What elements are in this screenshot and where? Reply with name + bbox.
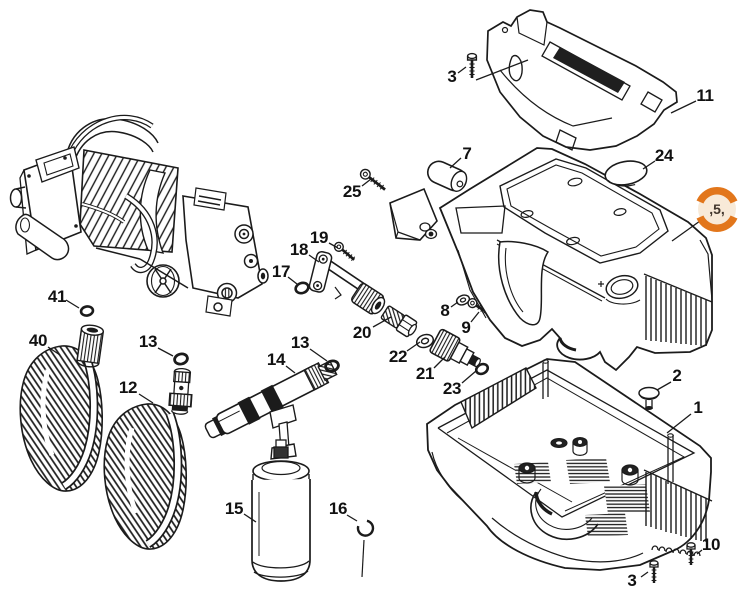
part-callout-13-right[interactable]: 13 <box>290 333 310 352</box>
screw-3-bottom[interactable] <box>649 560 659 583</box>
handle-cover-11[interactable] <box>486 9 678 151</box>
part-callout-1[interactable]: 1 <box>693 398 703 417</box>
part-callout-9[interactable]: 9 <box>461 318 471 337</box>
o-ring-13-left[interactable] <box>173 352 189 366</box>
o-ring-17[interactable] <box>294 281 310 295</box>
badge-arc-bottom <box>696 215 738 232</box>
part-callout-21[interactable]: 21 <box>415 364 435 383</box>
part-callout-16[interactable]: 16 <box>328 499 348 518</box>
wash-brush-40[interactable] <box>19 324 105 492</box>
outlet-elbow-18[interactable] <box>308 250 388 318</box>
screw-3-top[interactable] <box>466 52 478 78</box>
part-callout-3-top[interactable]: 3 <box>447 67 457 86</box>
part-callout-7[interactable]: 7 <box>462 144 472 163</box>
detergent-bottle-15[interactable] <box>251 439 311 582</box>
hose-nipple-20[interactable] <box>380 304 420 338</box>
part-callout-15[interactable]: 15 <box>224 499 244 518</box>
knob-2[interactable] <box>638 386 660 411</box>
spray-nozzle-14[interactable] <box>202 357 339 460</box>
part-callout-3-bottom[interactable]: 3 <box>627 571 637 590</box>
screw-10[interactable] <box>686 542 696 565</box>
o-ring-13-right[interactable] <box>324 359 340 373</box>
capacitor-7[interactable] <box>424 158 469 194</box>
part-callout-19[interactable]: 19 <box>309 228 329 247</box>
selected-part-badge[interactable]: ,5, <box>696 187 738 232</box>
main-cover-5[interactable] <box>438 147 713 372</box>
o-ring-41[interactable] <box>79 305 95 317</box>
part-callout-12[interactable]: 12 <box>118 378 138 397</box>
part-callout-20[interactable]: 20 <box>352 323 372 342</box>
leader-lines <box>47 59 703 578</box>
part-callout-13-left[interactable]: 13 <box>138 332 158 351</box>
oil-cap-24[interactable] <box>603 158 649 190</box>
o-ring-23[interactable] <box>474 362 490 376</box>
part-callout-11[interactable]: 11 <box>696 86 714 105</box>
part-callout-41[interactable]: 41 <box>47 287 67 306</box>
badge-part-number: ,5, <box>709 201 725 217</box>
part-callout-14[interactable]: 14 <box>266 350 286 369</box>
screw-19[interactable] <box>333 241 357 263</box>
part-callout-17[interactable]: 17 <box>271 262 291 281</box>
wash-brush-12[interactable] <box>103 367 193 550</box>
screw-25[interactable] <box>359 167 388 193</box>
base-tray-1[interactable] <box>426 358 713 571</box>
part-callout-23[interactable]: 23 <box>442 379 462 398</box>
badge-arc-top <box>696 187 738 204</box>
part-callout-24[interactable]: 24 <box>654 146 674 165</box>
badge-fill <box>698 190 736 228</box>
motor-pump-assembly[interactable] <box>9 114 269 317</box>
part-callout-22[interactable]: 22 <box>388 347 408 366</box>
washer-8[interactable] <box>455 293 471 306</box>
part-callout-40[interactable]: 40 <box>28 331 48 350</box>
part-callout-18[interactable]: 18 <box>289 240 309 259</box>
coupling-21[interactable] <box>429 328 485 375</box>
part-callout-8[interactable]: 8 <box>440 301 450 320</box>
part-callout-2[interactable]: 2 <box>672 366 682 385</box>
part-callout-25[interactable]: 25 <box>342 182 362 201</box>
part-callout-10[interactable]: 10 <box>701 535 721 554</box>
clip-16[interactable] <box>356 519 375 578</box>
switch-box[interactable] <box>389 187 438 241</box>
